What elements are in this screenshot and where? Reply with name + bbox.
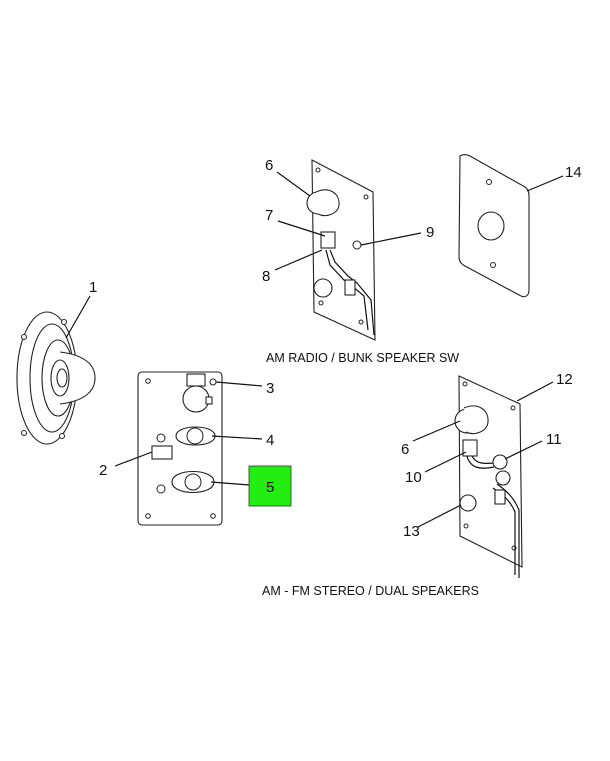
front-panel-drawing (137, 371, 223, 526)
callout-5: 5 (266, 479, 274, 496)
callout-4: 4 (266, 432, 274, 449)
leader-lines (65, 171, 564, 528)
callout-9: 9 (426, 224, 434, 241)
callout-6-top: 6 (265, 157, 273, 174)
callout-2: 2 (99, 462, 107, 479)
cover-plate-drawing (458, 153, 530, 298)
speaker-drawing (16, 311, 96, 445)
caption-am-radio: AM RADIO / BUNK SPEAKER SW (266, 351, 459, 365)
callout-12: 12 (556, 371, 573, 388)
callout-6-bottom: 6 (401, 441, 409, 458)
callout-14: 14 (565, 164, 582, 181)
callout-8: 8 (262, 268, 270, 285)
am-fm-plate-drawing (454, 375, 523, 578)
highlight-box (248, 465, 292, 507)
callout-3: 3 (266, 380, 274, 397)
callout-1: 1 (89, 279, 97, 296)
am-radio-plate-drawing (306, 159, 376, 341)
callout-13: 13 (403, 523, 420, 540)
callout-11: 11 (546, 431, 562, 448)
callout-10: 10 (405, 469, 422, 486)
callout-7: 7 (265, 207, 273, 224)
caption-am-fm: AM - FM STEREO / DUAL SPEAKERS (262, 584, 479, 598)
